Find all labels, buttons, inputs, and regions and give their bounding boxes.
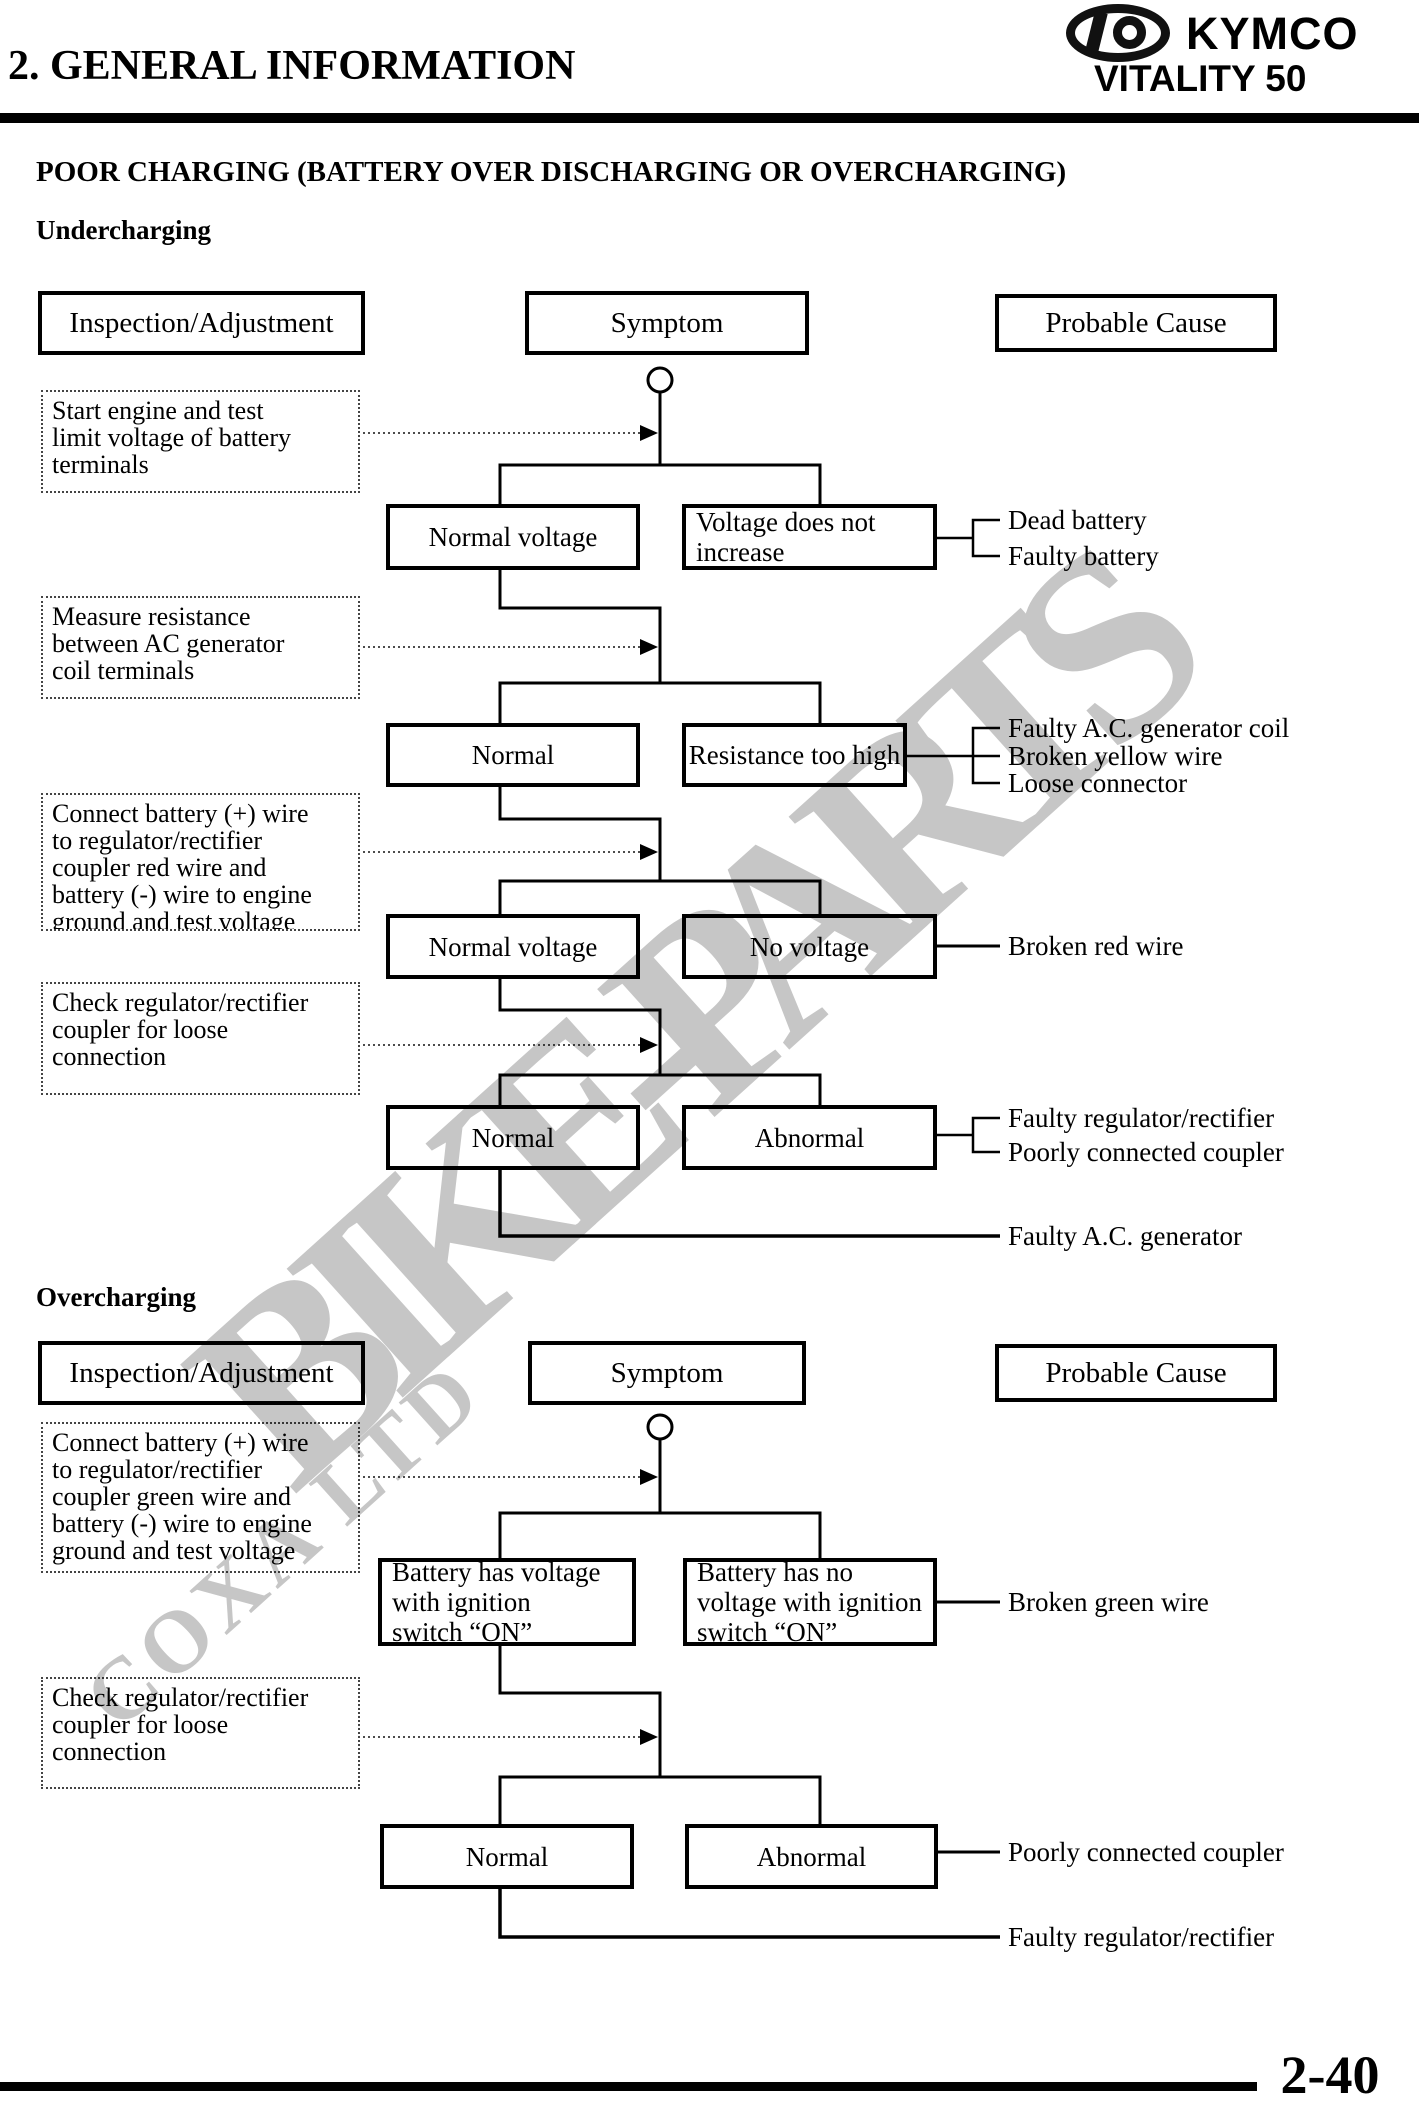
symptom-box-u2-left: Normal: [386, 723, 640, 787]
dotted-arrows: [363, 432, 640, 1738]
symptom-box-o1-left: Battery has voltage with ignition switch…: [378, 1557, 636, 1647]
column-header-inspection: Inspection/Adjustment: [38, 291, 365, 355]
symptom-box-u4-left: Normal: [386, 1105, 640, 1170]
header-rule: [0, 113, 1419, 123]
symptom-box-u4-right: Abnormal: [682, 1105, 937, 1170]
arrowheads: [640, 425, 658, 1745]
symptom-box-u1-left: Normal voltage: [386, 504, 640, 570]
cause-label: Faulty A.C. generator: [1008, 1221, 1242, 1251]
inspection-box-u4: Check regulator/rectifier coupler for lo…: [41, 982, 360, 1095]
cause-label: Faulty regulator/rectifier: [1008, 1103, 1275, 1133]
symptom-box-o2-right: Abnormal: [685, 1824, 938, 1889]
symptom-box-u1-right: Voltage does not increase: [682, 504, 937, 570]
symptom-box-u3-left: Normal voltage: [386, 914, 640, 979]
page-title: POOR CHARGING (BATTERY OVER DISCHARGING …: [36, 156, 1067, 188]
cause-label: Broken yellow wire: [1008, 741, 1223, 771]
cause-label: Dead battery: [1008, 505, 1147, 535]
column-header-cause-2: Probable Cause: [995, 1344, 1277, 1402]
kymco-logo-ring-icon: [1113, 16, 1146, 49]
symptom-start-node-2: [646, 1413, 674, 1441]
undercharging-lines: [498, 366, 1000, 1238]
section-heading-undercharging: Undercharging: [36, 215, 212, 245]
overcharging-lines: [498, 1413, 1000, 1939]
section-heading-overcharging: Overcharging: [36, 1282, 196, 1312]
inspection-box-u3: Connect battery (+) wire to regulator/re…: [41, 793, 360, 931]
cause-label: Broken red wire: [1008, 931, 1184, 961]
column-header-symptom-2: Symptom: [528, 1341, 806, 1405]
brand-name: KYMCO: [1186, 8, 1359, 59]
cause-label: Faulty A.C. generator coil: [1008, 713, 1290, 743]
kymco-logo-icon: [1066, 4, 1170, 62]
cause-label: Faulty regulator/rectifier: [1008, 1922, 1275, 1952]
model-name: VITALITY 50: [1094, 58, 1307, 99]
cause-label: Poorly connected coupler: [1008, 1837, 1284, 1867]
symptom-box-u3-right: No voltage: [682, 914, 937, 979]
column-header-cause: Probable Cause: [995, 294, 1277, 352]
chapter-title: 2. GENERAL INFORMATION: [8, 43, 576, 89]
symptom-box-u2-right: Resistance too high: [682, 723, 907, 787]
inspection-box-u1: Start engine and test limit voltage of b…: [41, 390, 360, 493]
footer-rule: [0, 2082, 1257, 2091]
cause-label: Faulty battery: [1008, 541, 1159, 571]
cause-label: Loose connector: [1008, 768, 1188, 798]
cause-label: Poorly connected coupler: [1008, 1137, 1284, 1167]
page-number: 2-40: [1280, 2045, 1380, 2104]
symptom-start-node: [646, 366, 674, 394]
cause-label: Broken green wire: [1008, 1587, 1209, 1617]
column-header-inspection-2: Inspection/Adjustment: [38, 1341, 365, 1405]
inspection-box-o2: Check regulator/rectifier coupler for lo…: [41, 1677, 360, 1789]
column-header-symptom: Symptom: [525, 291, 809, 355]
inspection-box-u2: Measure resistance between AC generator …: [41, 596, 360, 699]
symptom-box-o2-left: Normal: [380, 1824, 634, 1889]
inspection-box-o1: Connect battery (+) wire to regulator/re…: [41, 1422, 360, 1573]
symptom-box-o1-right: Battery has no voltage with ignition swi…: [683, 1557, 937, 1647]
